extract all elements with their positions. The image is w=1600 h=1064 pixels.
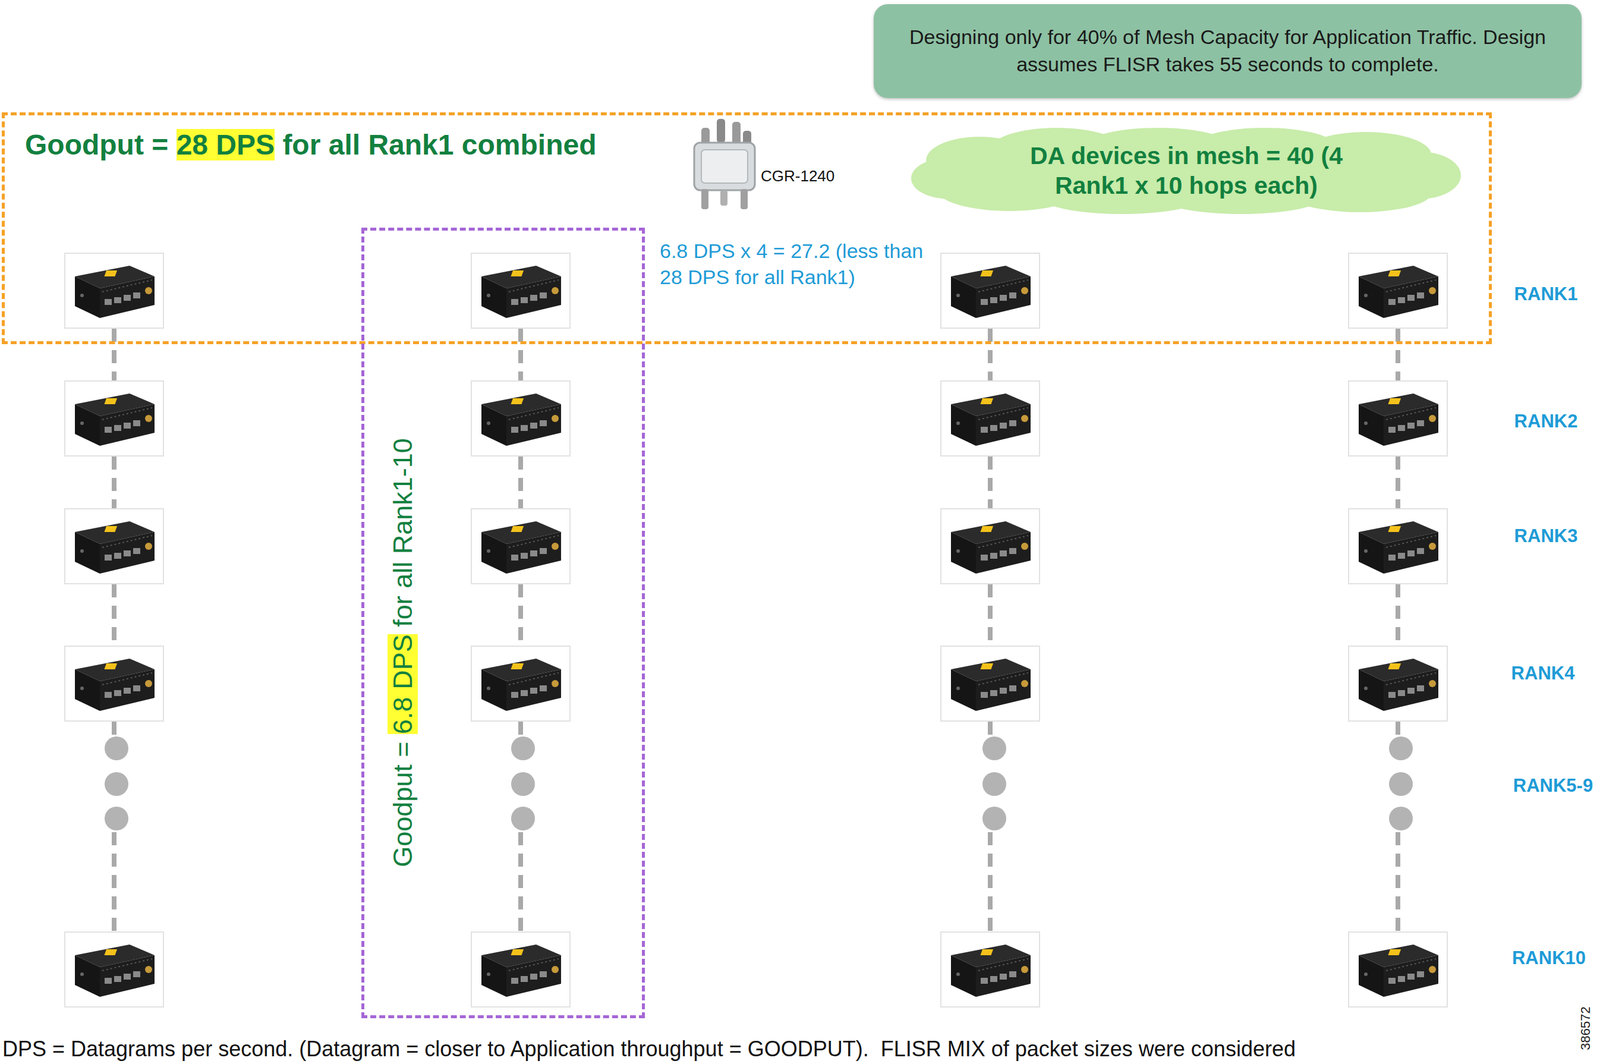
- router-icon: [64, 508, 164, 584]
- router-icon: [940, 380, 1040, 456]
- cloud-shape: [908, 127, 1465, 214]
- highlight: 6.8 DPS: [387, 634, 418, 735]
- rank-label: RANK5-9: [1513, 775, 1593, 797]
- ellipsis-dot: [1389, 806, 1413, 831]
- rank-label: RANK10: [1512, 947, 1586, 969]
- router-icon: [940, 253, 1040, 329]
- note-box: Designing only for 40% of Mesh Capacity …: [873, 4, 1582, 99]
- router-icon: [64, 931, 164, 1007]
- gateway-icon: [694, 118, 755, 210]
- ellipsis-dot: [982, 806, 1007, 831]
- router-icon: [471, 931, 570, 1007]
- cloud-callout: DA devices in mesh = 40 (4 Rank1 x 10 ho…: [908, 127, 1465, 214]
- router-icon: [471, 508, 570, 584]
- router-icon: [471, 380, 570, 456]
- ellipsis-dot: [1389, 736, 1413, 761]
- router-icon: [471, 253, 570, 329]
- rank-label: RANK3: [1514, 525, 1579, 547]
- router-icon: [1348, 508, 1448, 584]
- ellipsis-dot: [511, 736, 535, 761]
- router-icon: [1348, 646, 1448, 721]
- node-text: Designing only for 40% of Mesh Capacity …: [891, 23, 1564, 79]
- note-text: 6.8 DPS x 4 = 27.2 (less than 28 DPS for…: [659, 237, 946, 291]
- node-text: Goodput = 6.8 DPS for all Rank1-10: [387, 438, 419, 868]
- ellipsis-dot: [104, 772, 129, 796]
- router-icon: [940, 646, 1040, 721]
- router-icon: [940, 931, 1040, 1007]
- rank-label: RANK4: [1511, 662, 1576, 685]
- ellipsis-dot: [982, 736, 1007, 761]
- highlight: 28 DPS: [176, 128, 275, 161]
- router-icon: [64, 380, 164, 456]
- ellipsis-dot: [104, 806, 129, 831]
- ellipsis-dot: [511, 806, 535, 831]
- router-icon: [1348, 380, 1448, 456]
- ellipsis-dot: [511, 772, 535, 796]
- device-label: CGR-1240: [760, 167, 835, 186]
- rank-label: RANK2: [1514, 410, 1579, 433]
- rank-label: RANK1: [1514, 283, 1579, 305]
- node-text: Goodput = 28 DPS for all Rank1 combined: [24, 128, 597, 162]
- router-icon: [64, 253, 164, 329]
- node-text: DA devices in mesh = 40 (4 Rank1 x 10 ho…: [1008, 141, 1365, 200]
- router-icon: [64, 646, 164, 721]
- ellipsis-dot: [1389, 772, 1413, 796]
- router-icon: [940, 508, 1040, 584]
- column-group: Goodput = 6.8 DPS for all Rank1-10: [361, 227, 645, 1019]
- ellipsis-dot: [982, 772, 1007, 796]
- rank1-group: Goodput = 28 DPS for all Rank1 combined D…: [1, 112, 1492, 345]
- router-icon: [1348, 931, 1448, 1007]
- router-icon: [471, 646, 570, 721]
- ellipsis-dot: [104, 736, 129, 761]
- router-icon: [1348, 253, 1448, 329]
- figure-id: 386572: [1578, 1006, 1594, 1050]
- caption: DPS = Datagrams per second. (Datagram = …: [2, 1036, 1296, 1062]
